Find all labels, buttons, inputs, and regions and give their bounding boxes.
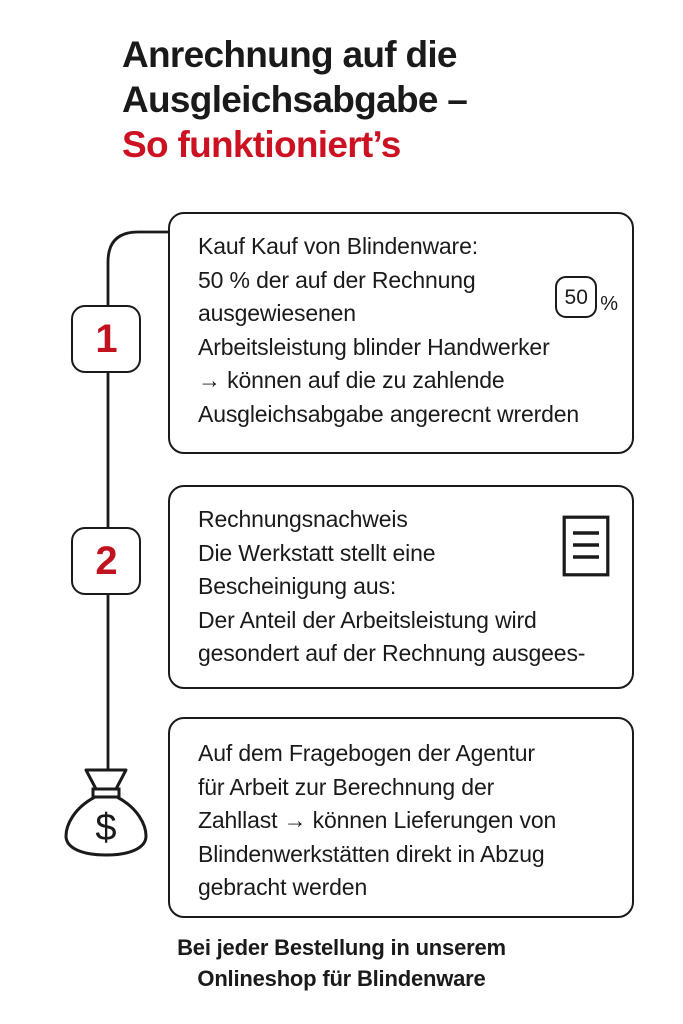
step-2-line-4: Der Anteil der Arbeitsleistung wird: [198, 606, 537, 633]
step-3-line-3: Zahllast → können Lieferungen von: [198, 807, 557, 833]
connector-path-svg: [106, 230, 180, 770]
step-3-line-4: Blindenwerkstätten direkt in Abzug: [198, 840, 545, 867]
page-title: Anrechnung auf die Ausgleichsabgabe – So…: [122, 32, 622, 167]
document-icon: [562, 515, 610, 577]
step-box-2-text: Rechnungsnachweis Die Werkstatt stellt e…: [198, 503, 622, 671]
footer-line-1: Bei jeder Bestellung in unserem: [177, 935, 506, 960]
step-1-line-6: Ausgleichsabgabe angerecnt wrerden: [198, 400, 580, 427]
money-bag-glyph: $: [64, 768, 148, 857]
step-3-line-5: gebracht werden: [198, 874, 368, 900]
step-2-line-3: Bescheinigung aus:: [198, 573, 397, 599]
step-3-line-1: Auf dem Fragebogen der Agentur: [198, 740, 535, 766]
percent-50-icon: 50 %: [555, 276, 618, 318]
title-line-1: Anrechnung auf die: [122, 34, 458, 75]
step-1-line-1: Kauf Kauf von Blindenware:: [198, 233, 478, 259]
step-badge-2-label: 2: [95, 539, 117, 583]
step-box-1: Kauf Kauf von Blindenware: 50 % der auf …: [168, 212, 634, 454]
step-1-line-3: ausgewiesenen: [198, 300, 356, 326]
svg-text:$: $: [95, 807, 116, 849]
footer-caption: Bei jeder Bestellung in unserem Onlinesh…: [0, 932, 683, 994]
percent-value-chip: 50: [555, 276, 598, 318]
step-box-3-text: Auf dem Fragebogen der Agentur für Arbei…: [198, 737, 622, 905]
title-line-3-accent: So funktioniert’s: [122, 124, 401, 165]
footer-line-2: Onlineshop für Blindenware: [197, 966, 486, 991]
step-badge-1-label: 1: [95, 317, 117, 361]
step-box-2: Rechnungsnachweis Die Werkstatt stellt e…: [168, 485, 634, 689]
step-3-line-2: für Arbeit zur Berechnung der: [198, 773, 495, 800]
step-1-line-5: → können auf die zu zahlende: [198, 367, 505, 393]
step-1-line-2: 50 % der auf der Rechnung: [198, 266, 476, 293]
step-1-line-4: Arbeitsleistung blinder Handwerker: [198, 333, 550, 360]
step-box-1-text: Kauf Kauf von Blindenware: 50 % der auf …: [198, 230, 622, 431]
connector-rail: [0, 180, 180, 860]
step-2-line-1: Rechnungsnachweis: [198, 506, 408, 532]
money-bag-icon: $: [62, 762, 150, 858]
step-2-line-2: Die Werkstatt stellt eine: [198, 539, 436, 566]
percent-value: 50: [564, 285, 588, 309]
title-line-2: Ausgleichsabgabe –: [122, 79, 468, 120]
step-badge-1: 1: [71, 305, 141, 373]
step-badge-2: 2: [71, 527, 141, 595]
step-box-3: Auf dem Fragebogen der Agentur für Arbei…: [168, 717, 634, 918]
document-glyph: [562, 515, 610, 577]
step-2-line-5: gesondert auf der Rechnung ausgees-: [198, 640, 586, 666]
percent-sign: %: [600, 293, 618, 315]
